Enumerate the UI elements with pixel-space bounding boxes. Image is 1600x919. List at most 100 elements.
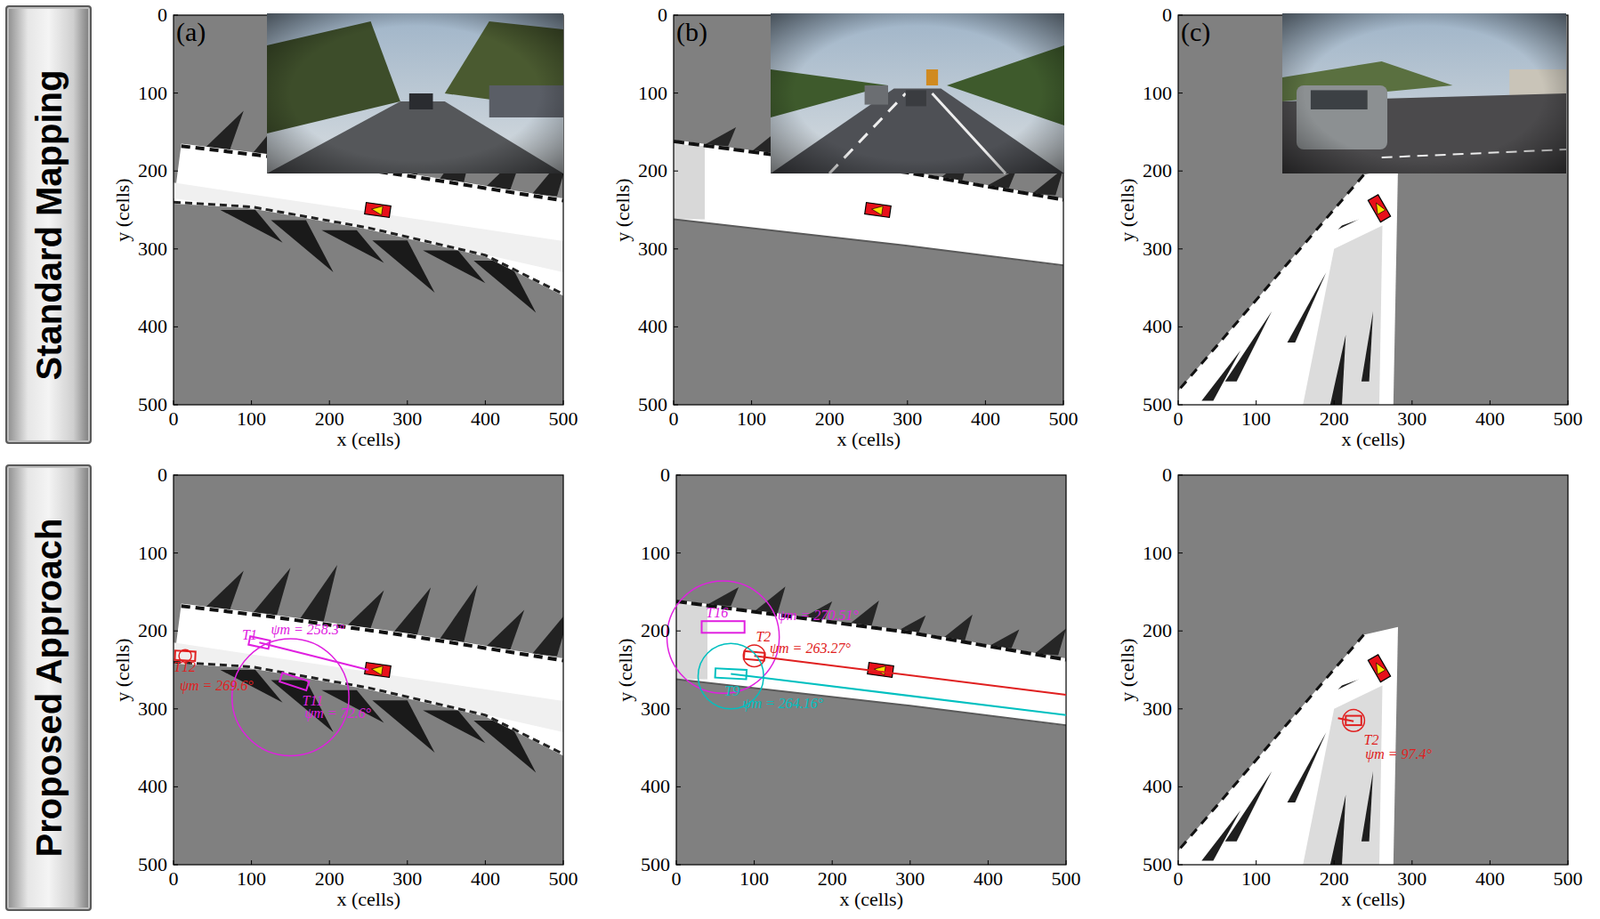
tick-label: 500 (638, 394, 668, 416)
unknown-area (676, 475, 1067, 865)
axis-tick (173, 248, 178, 250)
tick-label: 100 (236, 408, 267, 430)
track-trajectory (258, 642, 369, 671)
axis-tick (173, 630, 178, 632)
occupied-streak (707, 587, 739, 607)
tick-label: 200 (1142, 620, 1172, 642)
tick-label: 500 (1142, 394, 1172, 416)
tick-label: 0 (1162, 4, 1172, 26)
axis-tick (250, 860, 252, 865)
tick-label: 500 (1049, 408, 1079, 430)
axis-tick (406, 860, 408, 865)
axes-frame (676, 475, 1067, 865)
axis-tick (673, 326, 679, 328)
heading-value: ψm = 264.16° (743, 695, 825, 712)
tick-label: 0 (657, 4, 668, 26)
axis-title: y (cells) (1115, 177, 1138, 242)
tick-label: 400 (470, 868, 501, 890)
tick-label: 200 (817, 868, 848, 890)
axis-tick (751, 400, 752, 405)
tick-label: 400 (1142, 315, 1172, 338)
tick-label: 400 (973, 868, 1003, 890)
axis-tick (676, 630, 681, 632)
heading-value: ψm = 72.6° (304, 705, 372, 722)
heading-value: ψm = 97.4° (1365, 746, 1432, 763)
axis-tick (1178, 864, 1183, 866)
tick-label: 400 (137, 315, 168, 338)
tick-label: 0 (1173, 868, 1184, 890)
free-road (1178, 627, 1398, 865)
occupied-streak (1201, 810, 1241, 862)
axis-tick (1178, 92, 1183, 94)
tick-label: 100 (137, 82, 168, 105)
axis-title: y (cells) (1115, 638, 1138, 702)
tick-label: 300 (892, 408, 922, 430)
tick-label: 500 (640, 854, 671, 876)
tick-label: 300 (895, 868, 925, 890)
panel-letter: (b) (676, 16, 708, 47)
axis-tick (1178, 170, 1183, 172)
axis-tick (1411, 400, 1413, 405)
heading-value: ψm = 270.51° (777, 607, 859, 624)
tick-label: 500 (1142, 854, 1172, 876)
heading-value: ψm = 258.3° (271, 622, 346, 639)
road-edge (1178, 175, 1365, 392)
axis-title: x (cells) (1341, 428, 1406, 451)
axis-tick (832, 860, 833, 865)
tick-label: 300 (1397, 408, 1427, 430)
tick-label: 200 (1319, 868, 1350, 890)
axis-tick (1255, 860, 1257, 865)
tick-label: 0 (671, 868, 682, 890)
tick-label: 100 (1142, 542, 1172, 565)
tick-label: 0 (169, 868, 179, 890)
track-trajectory (754, 655, 1067, 695)
tick-label: 100 (137, 542, 168, 565)
track-box (702, 621, 745, 633)
axis-tick (906, 400, 908, 405)
axes-frame (173, 475, 564, 865)
axis-title: x (cells) (840, 888, 904, 911)
free-road (676, 599, 1067, 727)
axis-tick (676, 860, 678, 865)
tick-label: 500 (1553, 408, 1584, 430)
tick-label: 100 (1241, 408, 1271, 430)
axis-tick (673, 170, 679, 172)
tick-label: 200 (315, 408, 345, 430)
track-id: T1 (242, 627, 258, 644)
tick-label: 300 (1397, 868, 1427, 890)
occupied-streak (1034, 629, 1067, 656)
tick-label: 400 (1475, 408, 1505, 430)
tick-label: 300 (1142, 238, 1172, 260)
heading-value: ψm = 263.27° (769, 640, 851, 657)
axis-tick (987, 860, 989, 865)
tick-label: 400 (470, 408, 501, 430)
axis-title: y (cells) (614, 638, 636, 702)
occupied-streak (1330, 334, 1347, 405)
uncertainty-circle (667, 581, 780, 694)
axis-tick (1489, 400, 1491, 405)
tick-label: 300 (638, 238, 668, 260)
road-edge (673, 219, 1064, 267)
axis-tick (676, 786, 681, 788)
tick-label: 100 (739, 868, 769, 890)
axis-title: y (cells) (611, 177, 633, 242)
tick-label: 300 (137, 238, 168, 260)
axis-tick (829, 400, 831, 405)
occupied-streak (1225, 771, 1273, 842)
occupied-streak (251, 567, 291, 617)
row-label-box: Standard Mapping (5, 5, 92, 445)
axis-title: y (cells) (111, 177, 133, 242)
tick-label: 100 (736, 408, 767, 430)
tick-label: 500 (549, 408, 579, 430)
axis-tick (173, 864, 178, 866)
free-road (676, 604, 708, 680)
axis-tick (173, 860, 175, 865)
axis-tick (173, 92, 178, 94)
tick-label: 500 (1051, 868, 1082, 890)
occupied-streak (220, 210, 283, 243)
occupied-streak (1225, 311, 1273, 382)
occupied-streak (704, 127, 736, 146)
axis-tick (1178, 786, 1183, 788)
tick-label: 200 (1142, 160, 1172, 182)
